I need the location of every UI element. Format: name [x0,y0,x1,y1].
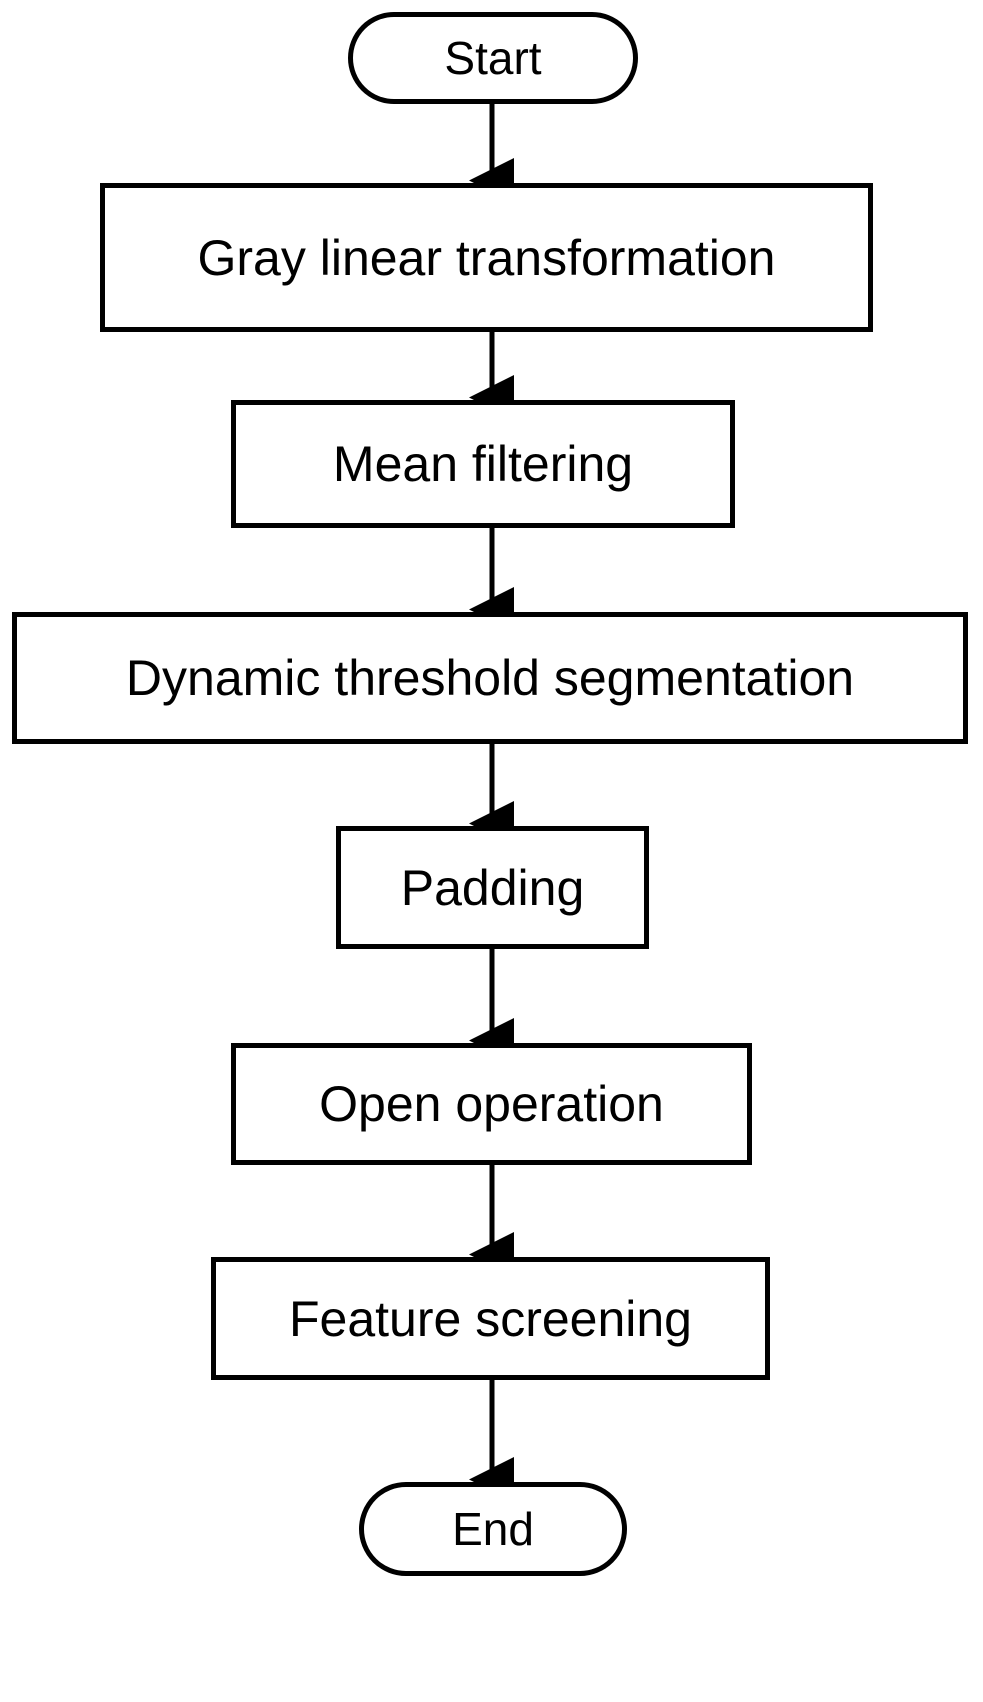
node-feature-screening[interactable]: Feature screening [211,1257,770,1380]
node-dynamic-threshold-segmentation[interactable]: Dynamic threshold segmentation [12,612,968,744]
node-end-label: End [452,1503,534,1555]
node-mean-filtering-label: Mean filtering [332,436,634,492]
node-open-operation[interactable]: Open operation [231,1043,752,1165]
node-start[interactable]: Start [348,12,638,104]
node-open-operation-label: Open operation [319,1076,664,1132]
node-dynamic-threshold-segmentation-label: Dynamic threshold segmentation [125,650,855,706]
node-mean-filtering[interactable]: Mean filtering [231,400,735,528]
node-padding-label: Padding [400,859,585,916]
node-feature-screening-label: Feature screening [288,1290,692,1347]
node-padding[interactable]: Padding [336,826,649,949]
node-end[interactable]: End [359,1482,627,1576]
node-gray-linear-transformation[interactable]: Gray linear transformation [100,183,873,332]
node-gray-linear-transformation-label: Gray linear transformation [197,229,776,286]
node-start-label: Start [444,32,542,84]
